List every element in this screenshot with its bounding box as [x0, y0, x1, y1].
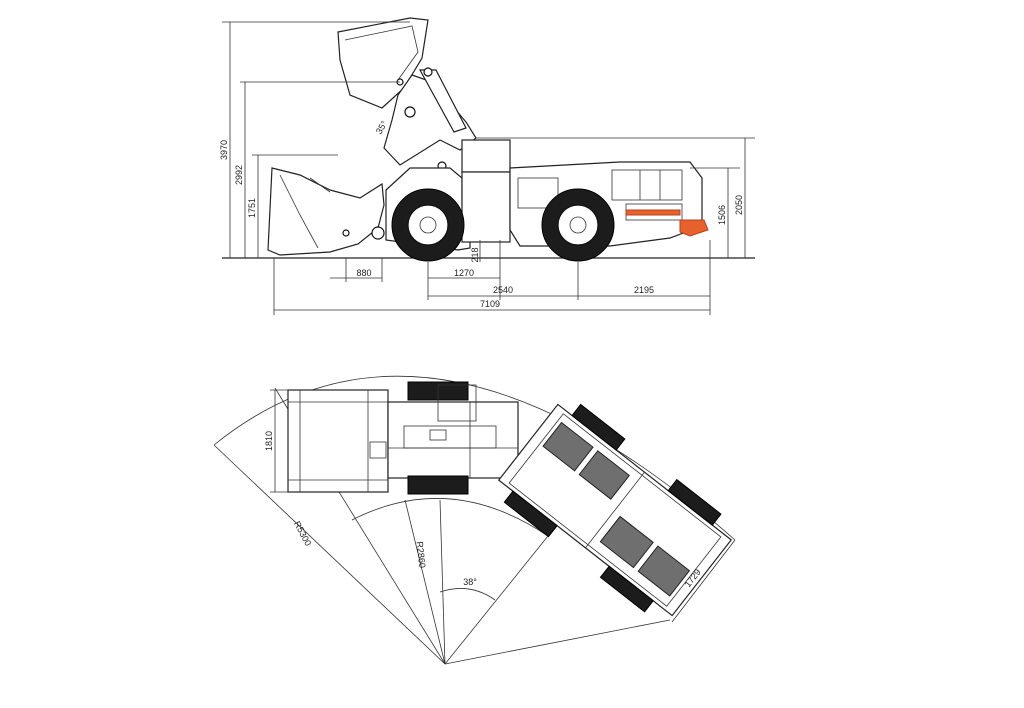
dim-l-bucket: 880 — [356, 268, 371, 278]
dim-h-bucket: 1751 — [247, 198, 257, 218]
dim-h-pin: 2992 — [234, 165, 244, 185]
dim-h-cab: 2050 — [734, 195, 744, 215]
dim-inner-radius: R2860 — [415, 541, 428, 568]
dim-wheelbase: 2540 — [493, 285, 513, 295]
dim-outer-radius: R5300 — [292, 520, 313, 548]
dim-dump-angle: 35° — [374, 119, 390, 136]
top-bucket — [287, 389, 389, 493]
front-wheel — [391, 188, 465, 262]
side-horizontal-dimensions: 880 1270 2540 2195 7109 — [273, 240, 711, 315]
side-view: 3970 2992 1751 2050 1506 35° 218 880 — [219, 17, 755, 315]
dim-ground-clearance: 218 — [470, 247, 480, 262]
top-front-frame — [387, 381, 519, 495]
outer-turning-arc — [213, 375, 736, 541]
lift-arm — [383, 67, 477, 171]
top-rear-frame — [497, 403, 733, 617]
dim-l-front: 1270 — [454, 268, 474, 278]
inner-turning-arc — [351, 498, 549, 537]
rear-tag-plate — [625, 209, 681, 216]
rear-wheel — [541, 188, 615, 262]
dim-h-rear: 1506 — [717, 205, 727, 225]
dim-articulation-angle: 38° — [463, 577, 477, 587]
side-right-dimensions: 2050 1506 — [475, 137, 755, 258]
dim-bucket-width: 1810 — [264, 431, 274, 451]
dim-overall-length: 7109 — [480, 299, 500, 309]
lowered-bucket — [267, 167, 385, 256]
rear-bumper-accent — [679, 219, 709, 237]
operator-cab — [461, 139, 511, 173]
side-vertical-dimensions: 3970 2992 1751 — [219, 21, 410, 258]
dim-h-total: 3970 — [219, 140, 229, 160]
dim-rear: 2195 — [634, 285, 654, 295]
top-view: R5300 R2860 38° 1810 — [213, 375, 736, 665]
